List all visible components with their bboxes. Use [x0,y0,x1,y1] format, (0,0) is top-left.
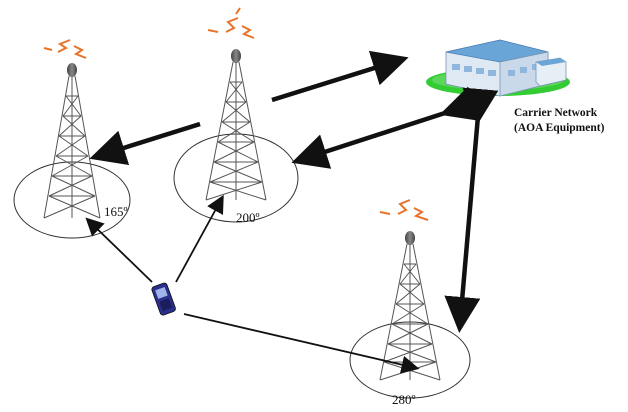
radio-signal-icon [43,39,87,59]
cell-tower-left: 165º [43,39,128,219]
tower-angle-label: 165º [104,204,128,219]
link-arrow-carrier-right [444,87,499,333]
carrier-building-icon [426,39,570,97]
cell-tower-icon [379,231,441,381]
radio-signal-icon [207,7,255,39]
tower-angle-label: 280º [392,392,416,407]
phone-to-right-tower-arrow [183,313,420,374]
link-arrow-center-to-left [89,121,201,166]
phone-signal-lines [85,194,420,374]
cell-tower-icon [43,63,101,219]
phone-to-left-tower-arrow [85,217,153,283]
cell-tower-icon [205,49,267,201]
radio-signal-icon [379,199,429,221]
carrier-network-sublabel: (AOA Equipment) [514,122,605,134]
phone-to-center-tower-arrow [175,194,224,283]
mobile-phone-icon [151,282,176,316]
cell-tower-right: 280º [379,199,441,407]
network-links [89,50,499,333]
carrier-network-label: Carrier Network [514,107,598,119]
cell-tower-center: 200º [205,7,267,225]
link-arrow-carrier-center [291,86,480,169]
tower-angle-label: 200º [236,210,260,225]
link-arrow-center-to-carrier [271,50,409,103]
